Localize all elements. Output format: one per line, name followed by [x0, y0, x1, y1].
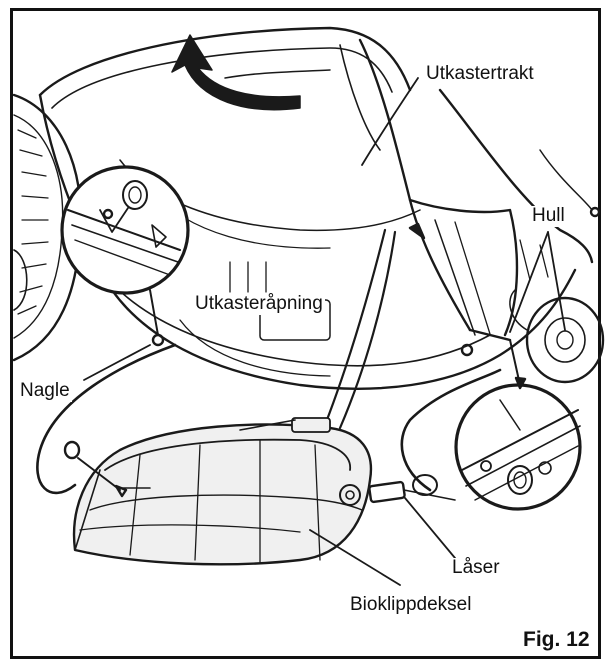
mulch-cover [72, 417, 373, 566]
discharge-chute [339, 38, 601, 357]
label-discharge-opening: Utkasteråpning [193, 293, 325, 315]
label-holes: Hull [530, 205, 567, 227]
front-wheel [509, 289, 605, 384]
lock-pin-icon [339, 474, 456, 506]
rivet-icon [151, 333, 165, 347]
label-discharge-chute: Utkastertrakt [424, 63, 536, 85]
direction-arrow-icon [408, 222, 426, 240]
label-rivet: Nagle [18, 380, 72, 402]
hole-detail-circle [454, 383, 582, 511]
label-lock: Låser [450, 557, 502, 579]
label-mulch-cover: Bioklippdeksel [348, 594, 474, 616]
pin-left-icon [63, 440, 128, 498]
rivet-detail-circle [60, 165, 190, 295]
figure-number: Fig. 12 [523, 628, 590, 651]
airflow-arrow-icon [171, 34, 301, 111]
